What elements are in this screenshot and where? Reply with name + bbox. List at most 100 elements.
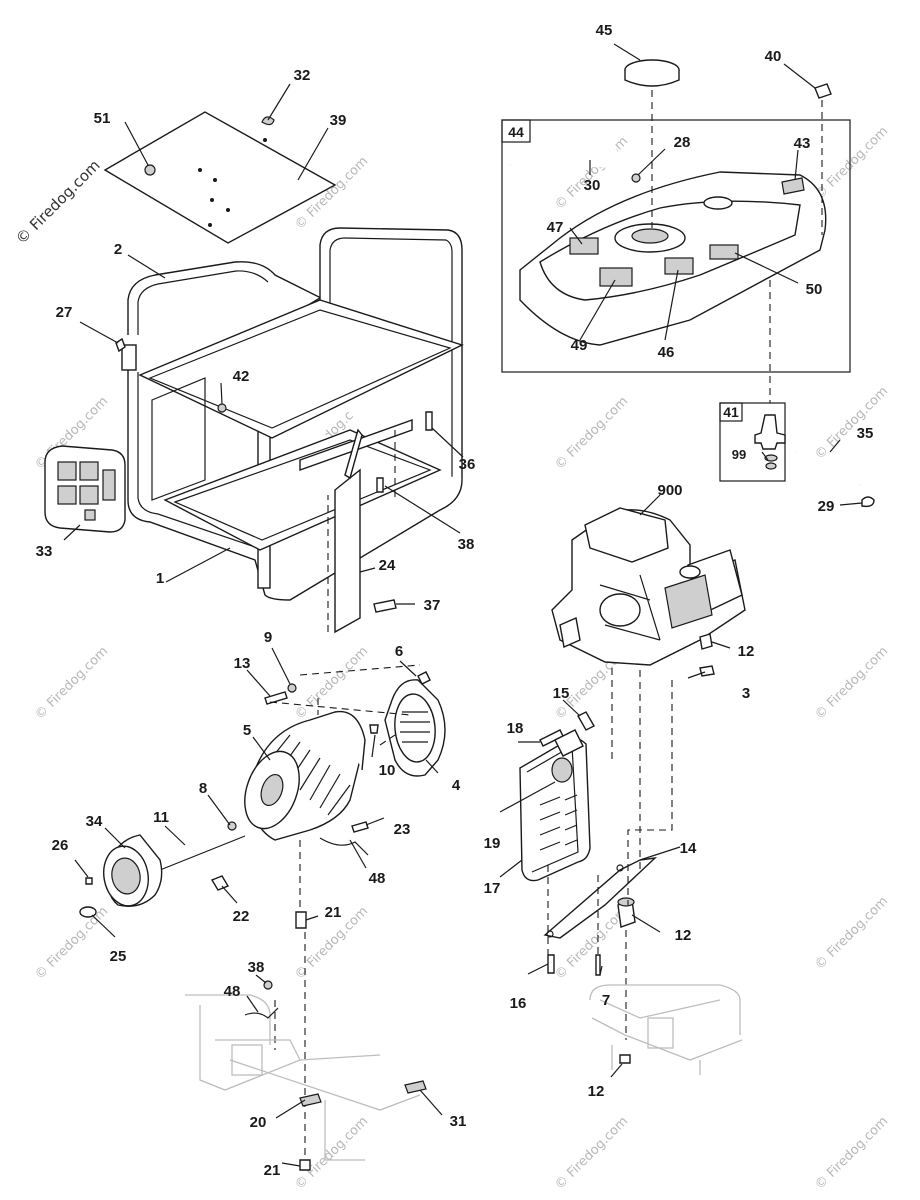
- wire-48-lower: [244, 1007, 279, 1019]
- control-panel-plate: [103, 111, 337, 244]
- callout-44: 44: [508, 124, 524, 140]
- callout-9: 9: [264, 629, 272, 646]
- callout-6: 6: [395, 643, 403, 660]
- left-base-ghost: [185, 994, 421, 1161]
- callout-38-lower: 38: [248, 959, 265, 976]
- callout-40: 40: [765, 48, 782, 65]
- fan-housing-34: [103, 834, 163, 907]
- part-28: [631, 173, 641, 183]
- watermark-tile: © Firedog.com: [812, 644, 891, 723]
- callout-22: 22: [233, 908, 250, 925]
- callout-36: 36: [459, 456, 476, 473]
- muffler-17: [519, 737, 591, 882]
- callout-39: 39: [330, 112, 347, 129]
- callout-12-mount: 12: [675, 927, 692, 944]
- callout-5: 5: [243, 722, 251, 739]
- leader-lines: [63, 43, 863, 1167]
- callout-8: 8: [199, 780, 207, 797]
- part-6: [417, 671, 431, 685]
- callout-16: 16: [510, 995, 527, 1012]
- callout-31: 31: [450, 1113, 467, 1130]
- callout-4: 4: [452, 777, 461, 794]
- control-panel-33: [44, 445, 126, 533]
- part-22: [210, 875, 230, 891]
- callout-21-upper: 21: [325, 904, 342, 921]
- callout-13: 13: [234, 655, 251, 672]
- part-3: [699, 665, 715, 677]
- plate-31: [404, 1080, 427, 1094]
- callouts: 1 2 3 4 5 6 7 8 9 10 11 12 12 12 13 14 1…: [36, 22, 874, 1179]
- callout-34: 34: [86, 813, 103, 830]
- nut-21-bottom: [299, 1159, 311, 1171]
- callout-32: 32: [294, 67, 311, 84]
- part-27: [115, 337, 126, 353]
- callout-51: 51: [94, 110, 111, 127]
- callout-20: 20: [250, 1114, 267, 1131]
- watermark-tile: © Firedog.com: [812, 124, 891, 203]
- clamp-29: [861, 496, 875, 508]
- frame-assembly: [121, 227, 464, 601]
- engine-900: [551, 507, 746, 666]
- callout-50: 50: [806, 281, 823, 298]
- through-bolt-11: [159, 835, 246, 871]
- callout-3: 3: [742, 685, 750, 702]
- callout-35: 35: [857, 425, 874, 442]
- screw-37: [373, 599, 397, 613]
- callout-21-lower: 21: [264, 1162, 281, 1179]
- screw-13: [264, 691, 288, 705]
- callout-12-bottom: 12: [588, 1083, 605, 1100]
- callout-25: 25: [110, 948, 127, 965]
- wire-48-upper: [319, 837, 369, 856]
- screw-38: [376, 477, 384, 493]
- callout-15: 15: [553, 685, 570, 702]
- callout-48-lower: 48: [224, 983, 241, 1000]
- cap-25: [79, 906, 97, 918]
- callout-17: 17: [484, 880, 501, 897]
- plate-20: [299, 1093, 322, 1107]
- watermark-tile: © Firedog.com: [812, 1114, 891, 1193]
- callout-1: 1: [156, 570, 164, 587]
- callout-43: 43: [794, 135, 811, 152]
- end-bell-4: [384, 679, 446, 777]
- watermark-tile: © Firedog.com: [32, 904, 111, 983]
- watermark-tile: © Firedog.com: [552, 1114, 631, 1193]
- watermark-main: © Firedog.com: [12, 156, 104, 248]
- callout-26: 26: [52, 837, 69, 854]
- callout-45: 45: [596, 22, 613, 39]
- callout-29: 29: [818, 498, 835, 515]
- watermark-tile: © Firedog.com: [812, 894, 891, 973]
- callout-37: 37: [424, 597, 441, 614]
- part-12-engine: [699, 633, 713, 650]
- mount-21-upper: [295, 911, 307, 929]
- screw-10: [369, 724, 379, 734]
- watermark-tile: © Firedog.com: [32, 644, 111, 723]
- callout-12-engine: 12: [738, 643, 755, 660]
- screw-36: [425, 411, 433, 431]
- callout-38-upper: 38: [458, 536, 475, 553]
- callout-30: 30: [584, 177, 601, 194]
- callout-2: 2: [114, 241, 122, 258]
- screw-16: [547, 954, 555, 974]
- callout-33: 33: [36, 543, 53, 560]
- watermark-tile: © Firedog.com: [292, 1114, 371, 1193]
- screw-7: [595, 954, 601, 976]
- watermark-tile: © Firedog.com: [292, 644, 371, 723]
- callout-19: 19: [484, 835, 501, 852]
- part-42: [217, 403, 227, 413]
- callout-11: 11: [153, 809, 169, 826]
- clip-32: [261, 116, 275, 126]
- callout-14: 14: [680, 840, 697, 857]
- callout-900: 900: [657, 482, 682, 499]
- callout-7: 7: [602, 992, 610, 1009]
- watermark-tile: © Firedog.com: [552, 394, 631, 473]
- nut-12-bottom: [619, 1054, 631, 1064]
- screw-26: [85, 877, 93, 885]
- callout-24: 24: [379, 557, 396, 574]
- callout-48-upper: 48: [369, 870, 386, 887]
- callout-27: 27: [56, 304, 73, 321]
- callout-41: 41: [723, 404, 739, 420]
- watermark-tile: © Firedog.com: [812, 384, 891, 463]
- callout-23: 23: [394, 821, 411, 838]
- callout-42: 42: [233, 368, 250, 385]
